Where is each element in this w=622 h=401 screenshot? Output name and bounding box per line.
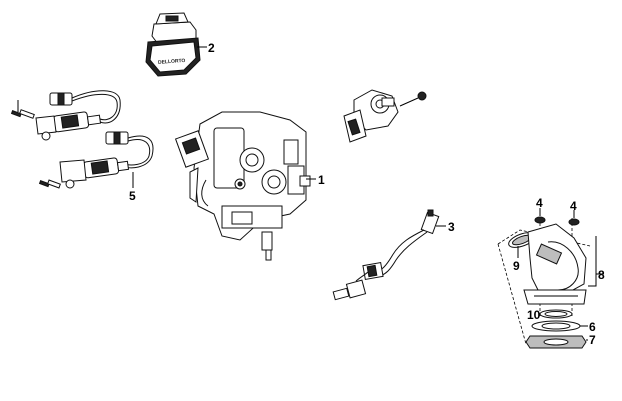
part-2-relay-module: DELLORTO 2 xyxy=(145,12,215,77)
part-stamp-label: DELLORTO xyxy=(158,58,186,66)
callout-6: 6 xyxy=(589,320,596,334)
sensor-screw xyxy=(399,91,427,107)
throttle-position-sensor xyxy=(343,89,399,143)
callout-7: 7 xyxy=(589,333,596,347)
callout-8: 8 xyxy=(598,268,605,282)
callout-2: 2 xyxy=(208,41,215,55)
part-5-injector-assembly: 5 xyxy=(10,90,154,203)
callout-4-left: 4 xyxy=(536,196,543,210)
part-10-o-ring: 10 xyxy=(527,308,573,322)
part-4-nut-left: 4 xyxy=(534,196,546,224)
callout-9: 9 xyxy=(513,259,520,273)
callout-5: 5 xyxy=(129,189,136,203)
part-7-insulator-plate: 7 xyxy=(525,333,596,349)
callout-3: 3 xyxy=(448,220,455,234)
part-8-intake-manifold: 8 xyxy=(523,223,605,305)
intake-manifold-group: 4 4 9 8 10 xyxy=(497,196,605,349)
part-3-sensor-cable: 3 xyxy=(332,209,455,301)
callout-4-right: 4 xyxy=(570,199,577,213)
upper-injector-unit xyxy=(10,90,121,141)
part-1-carburetor: 1 xyxy=(174,111,325,261)
part-6-gasket: 6 xyxy=(531,320,596,334)
lower-injector-unit xyxy=(38,131,154,189)
callout-1: 1 xyxy=(318,173,325,187)
callout-10: 10 xyxy=(527,308,541,322)
part-4-nut-right: 4 xyxy=(568,199,580,226)
